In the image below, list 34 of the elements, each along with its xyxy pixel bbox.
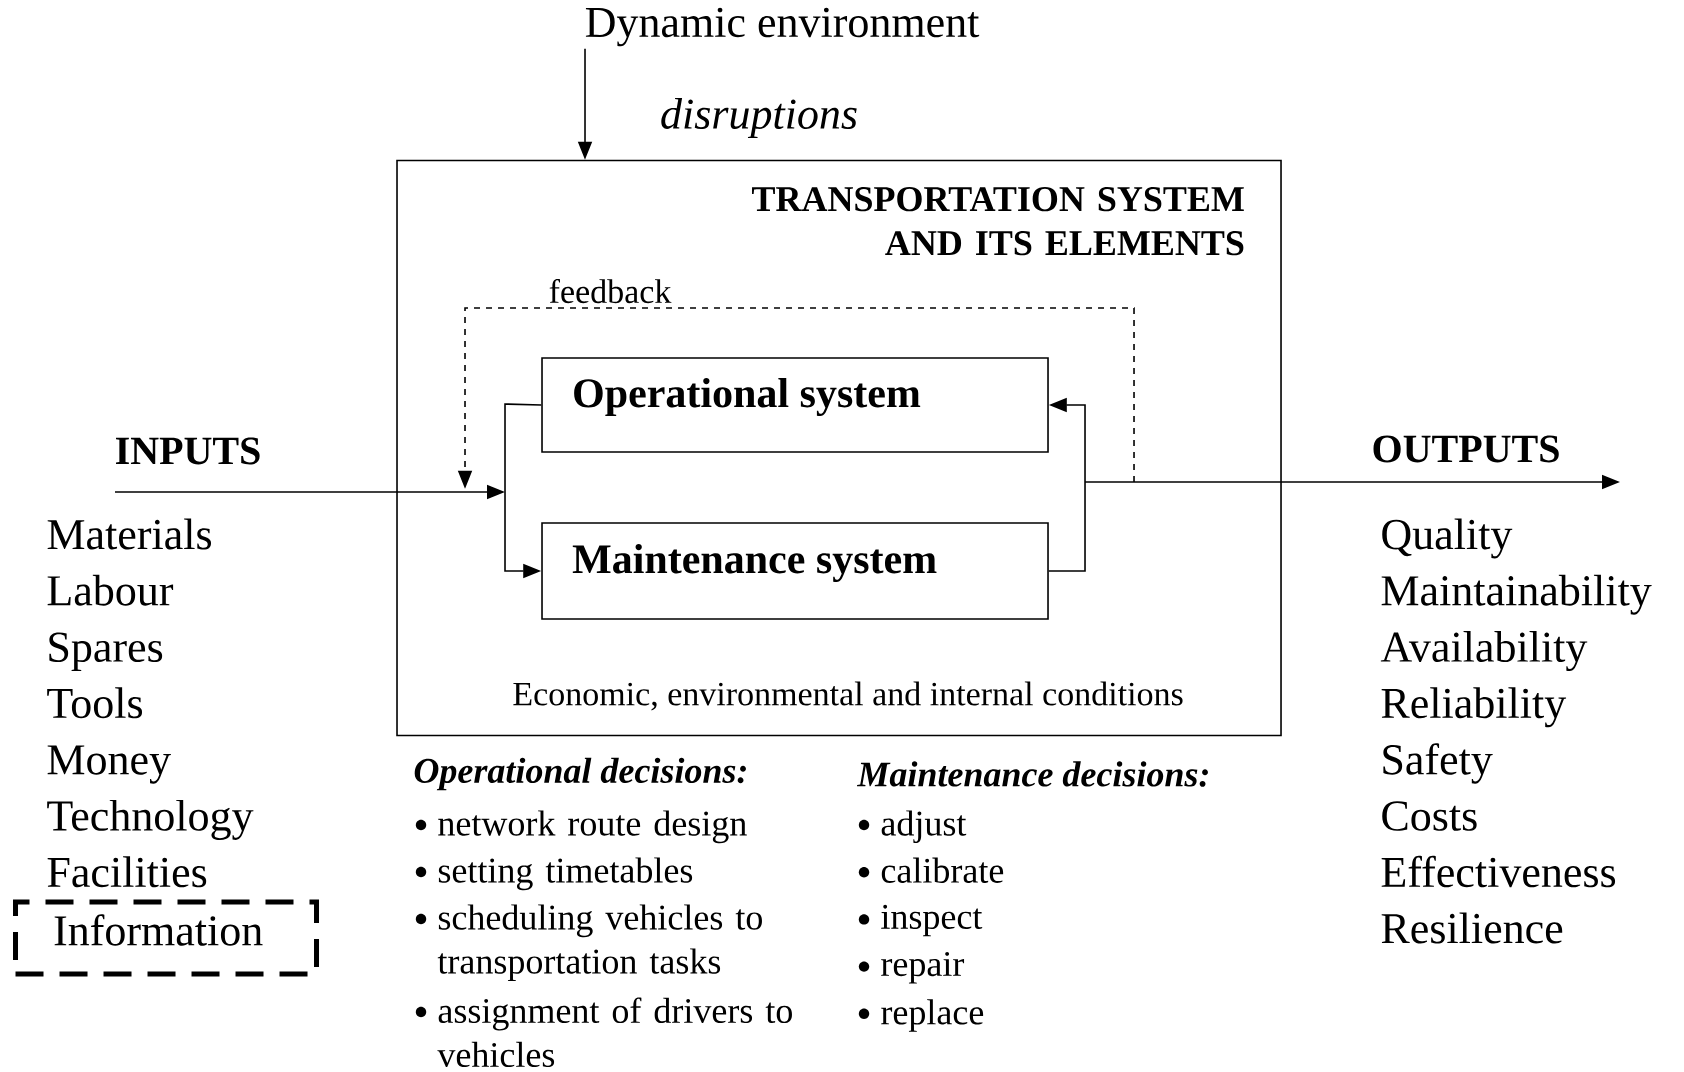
list-item: Effectiveness — [1381, 855, 1616, 888]
system-box: Operational system — [541, 357, 1049, 453]
list-item: inspect — [881, 904, 983, 937]
list-item: assignment of drivers to vehicles — [437, 997, 792, 1068]
list-item: calibrate — [881, 857, 1004, 883]
list-item: Quality — [1382, 518, 1513, 559]
edge-label: feedback — [546, 276, 674, 306]
system-box: Maintenance system — [541, 522, 1049, 620]
list-item: Money — [47, 745, 171, 784]
edge-label: disruptions — [658, 96, 861, 140]
heading: Maintenance decisions: — [856, 761, 1208, 787]
list-item: Labour — [47, 574, 174, 606]
list-item: Reliability — [1381, 687, 1567, 728]
list-item: Materials — [47, 518, 211, 550]
list-item: replace — [881, 999, 984, 1032]
list-item: Resilience — [1381, 912, 1563, 944]
bare-text: Dynamic environment — [585, 7, 980, 47]
heading: Operational decisions: — [414, 757, 746, 791]
list-item: repair — [881, 952, 965, 984]
list-item: adjust — [881, 810, 967, 844]
list-item: Tools — [47, 687, 142, 719]
box-title: TRANSPORTATION SYSTEM AND ITS ELEMENTS — [752, 187, 1244, 256]
list-item: network route design — [438, 810, 747, 844]
list-item: Spares — [49, 632, 163, 671]
list-item: Safety — [1383, 743, 1493, 784]
heading: OUTPUTS — [1373, 435, 1559, 463]
list-item: setting timetables — [438, 857, 693, 891]
heading: INPUTS — [116, 437, 260, 465]
list-item: Costs — [1382, 801, 1477, 831]
conditions-text: Economic, environmental and internal conditions — [513, 681, 1183, 711]
dashed-box: Information — [13, 899, 319, 977]
list-item: Maintainability — [1381, 574, 1652, 615]
list-item: Technology — [47, 799, 254, 840]
list-item: Availability — [1380, 631, 1588, 672]
